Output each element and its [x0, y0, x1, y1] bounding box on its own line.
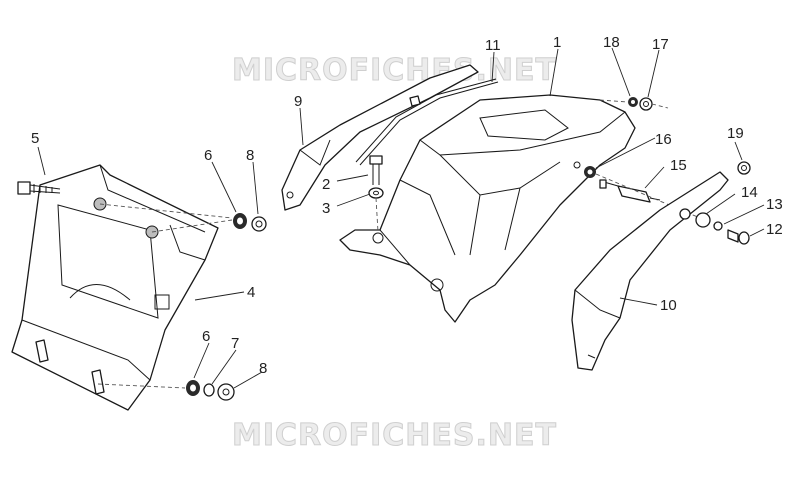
bracket-10 [571, 171, 729, 371]
callout-1: 1 [553, 34, 561, 51]
callout-3: 3 [322, 200, 330, 217]
spacer-14 [679, 208, 711, 228]
grommet-6-upper [233, 213, 247, 229]
callout-8-upper: 8 [246, 147, 254, 164]
callout-9: 9 [294, 93, 302, 110]
spacer-15 [599, 179, 661, 203]
callout-18: 18 [603, 34, 620, 51]
grommet-16 [584, 166, 596, 178]
callout-7: 7 [231, 335, 239, 352]
grommet-6-lower [186, 380, 200, 396]
nut-8-lower [217, 383, 235, 401]
strip-11 [355, 78, 499, 166]
bolt-5 [17, 181, 61, 195]
nut-19 [737, 161, 751, 175]
callout-12: 12 [766, 221, 783, 238]
washer-18 [628, 97, 638, 107]
callout-2: 2 [322, 176, 330, 193]
screw-12 [727, 229, 750, 245]
callout-15: 15 [670, 157, 687, 174]
callout-17: 17 [652, 36, 669, 53]
callout-labels: 5 6 8 4 6 7 8 9 11 1 18 17 2 3 16 15 19 … [31, 34, 783, 377]
nut-8-upper [251, 216, 267, 232]
callout-13: 13 [766, 196, 783, 213]
watermark-top: MICROFICHES.NET [232, 53, 557, 88]
leader-lines [37, 47, 765, 389]
callout-16: 16 [655, 131, 672, 148]
callout-6-lower: 6 [202, 328, 210, 345]
watermark-bottom: MICROFICHES.NET [232, 418, 557, 453]
callout-8-lower: 8 [259, 360, 267, 377]
callout-14: 14 [741, 184, 758, 201]
washer-3 [368, 187, 384, 199]
washer-7 [203, 383, 215, 397]
rear-fender [339, 94, 636, 323]
callout-19: 19 [727, 125, 744, 142]
callout-10: 10 [660, 297, 677, 314]
nut-17 [639, 97, 653, 111]
license-plate-holder [11, 164, 219, 411]
callout-6-upper: 6 [204, 147, 212, 164]
washer-13 [713, 221, 723, 231]
callout-4: 4 [247, 284, 255, 301]
callout-11: 11 [485, 37, 501, 54]
screw-2 [369, 155, 383, 185]
callout-5: 5 [31, 130, 39, 147]
